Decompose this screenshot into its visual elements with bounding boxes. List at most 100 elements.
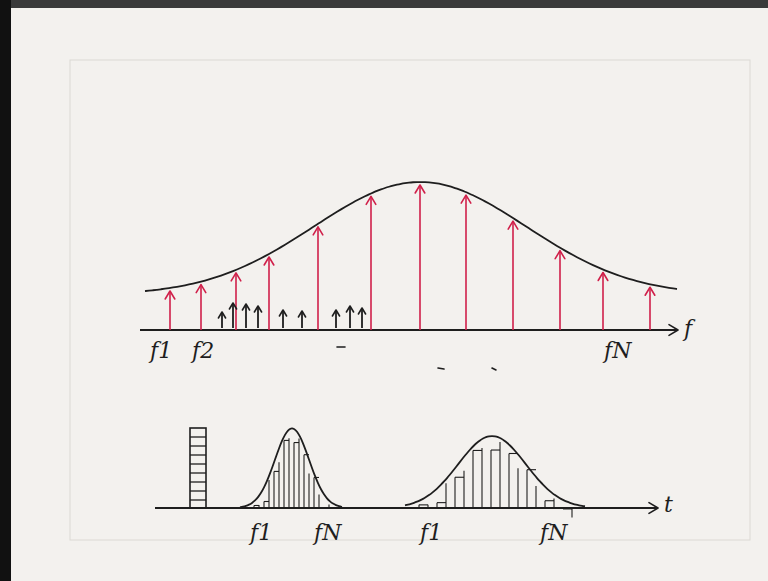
sub-pulse-line bbox=[463, 471, 464, 508]
sub-pulse-line bbox=[263, 501, 264, 508]
inserted-line bbox=[335, 310, 337, 328]
inserted-line bbox=[282, 310, 284, 328]
comb-line bbox=[419, 185, 421, 330]
comb-line bbox=[268, 257, 270, 330]
frequency-axis bbox=[140, 329, 678, 331]
comb-arrowhead bbox=[231, 273, 241, 281]
inserted-arrowhead bbox=[242, 304, 249, 310]
comb-line bbox=[512, 221, 514, 330]
inserted-line bbox=[245, 304, 247, 328]
inserted-arrowhead bbox=[218, 312, 225, 318]
sub-pulse-step bbox=[314, 477, 319, 478]
sub-pulse-line bbox=[517, 468, 518, 508]
inserted-arrowhead bbox=[332, 310, 339, 316]
comb-line bbox=[370, 196, 372, 330]
spectrum-plot bbox=[140, 182, 678, 370]
sub-pulse-step bbox=[324, 508, 329, 509]
sub-pulse-line bbox=[427, 505, 428, 508]
paper-frame bbox=[70, 60, 750, 540]
sub-pulse-line bbox=[436, 503, 437, 508]
sub-pulse-line bbox=[298, 439, 299, 508]
inserted-line bbox=[257, 306, 259, 328]
stack-divider bbox=[190, 445, 206, 446]
inserted-arrowhead bbox=[298, 311, 305, 317]
spectral-envelope bbox=[145, 182, 677, 291]
ellipsis-dash bbox=[492, 368, 496, 370]
stack-divider bbox=[190, 481, 206, 482]
inserted-arrowhead bbox=[358, 308, 365, 314]
inserted-arrowhead bbox=[254, 306, 261, 312]
axis-label: f1 bbox=[420, 520, 442, 546]
sub-pulse-line bbox=[293, 443, 294, 508]
sub-pulse-line bbox=[273, 471, 274, 508]
sub-pulse-line bbox=[258, 505, 259, 508]
comb-arrowhead bbox=[366, 196, 376, 204]
comb-line bbox=[317, 227, 319, 330]
sub-pulse-line bbox=[303, 455, 304, 508]
sub-pulse-step bbox=[545, 500, 554, 501]
comb-arrowhead bbox=[264, 257, 274, 265]
sub-pulse-line bbox=[553, 498, 554, 508]
sub-pulse-step bbox=[419, 504, 428, 505]
sub-pulse-line bbox=[268, 480, 269, 508]
chirped-pulse bbox=[405, 436, 585, 506]
sub-pulse-line bbox=[445, 483, 446, 508]
sub-pulse-line bbox=[481, 448, 482, 508]
comb-arrowhead bbox=[165, 291, 175, 299]
sub-pulse-step bbox=[473, 450, 482, 451]
sub-pulse-step bbox=[509, 453, 518, 454]
paper-edge-top bbox=[0, 0, 768, 8]
sub-pulse-step bbox=[455, 477, 464, 478]
sub-pulse-line bbox=[508, 453, 509, 508]
sub-pulse-line bbox=[313, 477, 314, 508]
sub-pulse-line bbox=[308, 474, 309, 508]
axis-label: fN bbox=[314, 520, 341, 546]
chirped-pulse bbox=[240, 428, 342, 507]
sub-pulse-line bbox=[490, 450, 491, 508]
axis-label: fN bbox=[540, 520, 567, 546]
sub-pulse-step bbox=[527, 469, 536, 470]
stack-divider bbox=[190, 472, 206, 473]
sub-pulse-step bbox=[284, 440, 289, 441]
ellipsis-dash bbox=[337, 346, 345, 348]
sub-pulse-line bbox=[499, 442, 500, 508]
comb-arrowhead bbox=[461, 195, 471, 203]
sub-pulse-line bbox=[328, 505, 329, 508]
sub-pulse-line bbox=[318, 494, 319, 508]
axis-label: f1 bbox=[250, 520, 272, 546]
sub-pulse-line bbox=[278, 462, 279, 508]
stack-divider bbox=[190, 490, 206, 491]
comb-arrowhead bbox=[508, 221, 518, 229]
stack-divider bbox=[190, 499, 206, 500]
sub-pulse-step bbox=[304, 454, 309, 455]
sub-pulse-line bbox=[571, 508, 572, 518]
sub-pulse-step bbox=[264, 501, 269, 502]
comb-arrowhead bbox=[196, 285, 206, 293]
sub-pulse-line bbox=[454, 477, 455, 508]
sub-pulse-line bbox=[535, 486, 536, 508]
comb-arrowhead bbox=[313, 227, 323, 235]
inserted-line bbox=[232, 303, 234, 328]
sub-pulse-line bbox=[283, 440, 284, 508]
comb-line bbox=[559, 251, 561, 330]
ellipsis-dash bbox=[438, 368, 444, 369]
comb-arrowhead bbox=[598, 272, 608, 280]
sub-pulse-step bbox=[491, 449, 500, 450]
axis-label: f bbox=[684, 316, 692, 342]
comb-arrowhead bbox=[645, 287, 655, 295]
sub-pulse-line bbox=[544, 501, 545, 508]
comb-arrowhead bbox=[555, 251, 565, 259]
comb-line bbox=[465, 195, 467, 330]
paper-edge-left bbox=[0, 0, 11, 581]
sub-pulse-step bbox=[294, 442, 299, 443]
inserted-arrowhead bbox=[229, 303, 236, 309]
sub-pulse-step bbox=[437, 502, 446, 503]
comb-arrowhead bbox=[415, 185, 425, 193]
comb-line bbox=[200, 285, 202, 330]
stack-divider bbox=[190, 454, 206, 455]
stack-divider bbox=[190, 436, 206, 437]
inserted-arrowhead bbox=[279, 310, 286, 316]
inserted-line bbox=[349, 306, 351, 328]
